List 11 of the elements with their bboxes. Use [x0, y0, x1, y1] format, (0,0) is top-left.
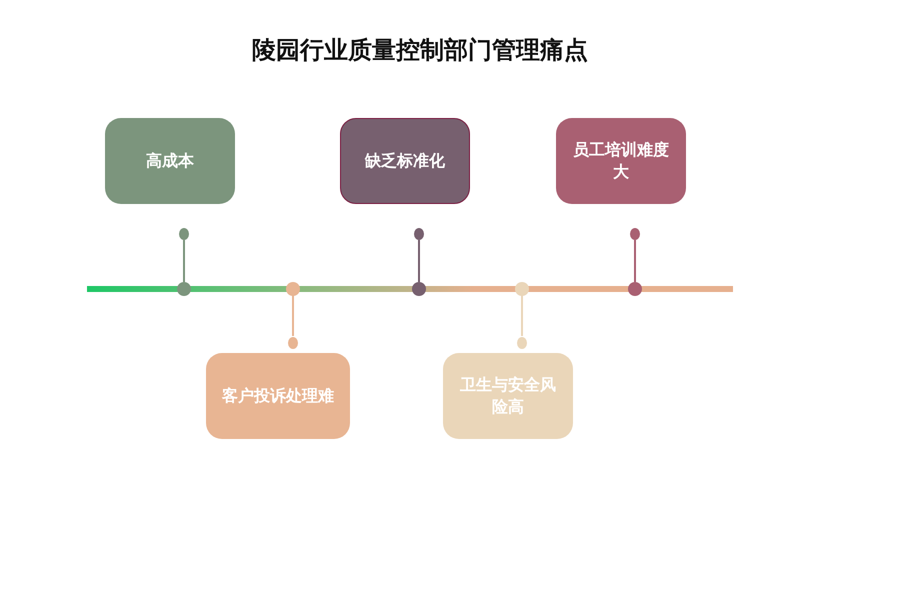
pain-point-card — [556, 118, 686, 204]
pain-point-card — [206, 353, 350, 439]
card-label: 卫生与安全风险高 — [459, 374, 557, 418]
card-label: 客户投诉处理难 — [222, 385, 334, 407]
pain-point-card — [443, 353, 573, 439]
card-label: 缺乏标准化 — [365, 150, 445, 172]
title: 陵园行业质量控制部门管理痛点 — [251, 35, 589, 66]
pain-point-card — [105, 118, 235, 204]
card-label: 员工培训难度大 — [572, 139, 670, 183]
pain-point-card — [340, 118, 470, 204]
card-label: 高成本 — [146, 150, 194, 172]
